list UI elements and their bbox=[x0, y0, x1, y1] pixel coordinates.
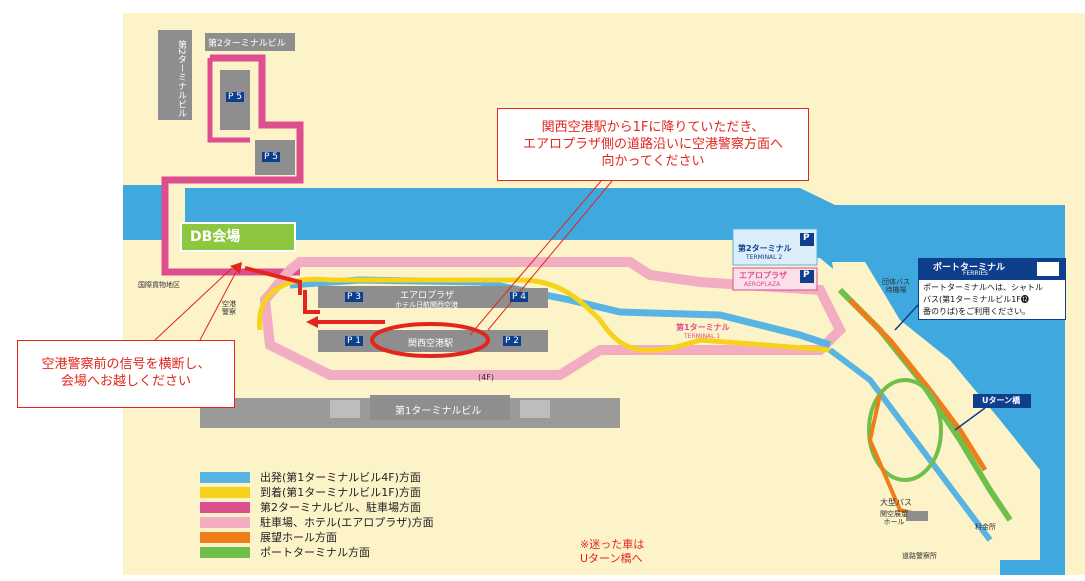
ferry-info-box: ポートターミナル FERRIES ポートターミナルへは、シャトル バス(第1ター… bbox=[918, 258, 1066, 320]
parking-p5-upper: P 5 bbox=[226, 92, 245, 102]
legend-label: 出発(第1ターミナルビル4F)方面 bbox=[260, 471, 421, 484]
parking-p3: P 3 bbox=[345, 292, 364, 302]
aeroplaza-p-label: P bbox=[803, 270, 810, 280]
observation-hall-line1: 関空展望 bbox=[880, 510, 908, 518]
legend-swatch bbox=[200, 547, 250, 558]
parking-p1: P 1 bbox=[345, 336, 364, 346]
toll-gate-label: 料金所 bbox=[975, 523, 996, 531]
terminal2-building-vertical-label: 第2ターミナルビル bbox=[176, 40, 186, 118]
legend-swatch bbox=[200, 472, 250, 483]
aeroplaza-building bbox=[318, 286, 518, 308]
callout-pointer-1b bbox=[487, 180, 613, 331]
parking-p5-lower: P 5 bbox=[262, 152, 281, 162]
ship-icon bbox=[1037, 262, 1059, 276]
station-callout: 関西空港駅から1Fに降りていただき、 エアロプラザ側の道路沿いに空港警察方面へ … bbox=[497, 108, 809, 181]
crossing-callout-line1: 空港警察前の信号を横断し、 bbox=[41, 357, 211, 372]
parking-p4: P 4 bbox=[510, 292, 529, 302]
road-parking bbox=[259, 257, 847, 380]
observation-hall-line2: ホール bbox=[883, 518, 905, 526]
station-highlight bbox=[370, 322, 490, 358]
highway-police-label: 道路警察所 bbox=[902, 552, 937, 560]
road-4f-label: (4F) bbox=[478, 373, 494, 382]
terminal1-wing-left bbox=[330, 400, 360, 418]
station-label: 関西空港駅 bbox=[408, 339, 454, 349]
terminal1-sign-en: TERMINAL 1 bbox=[684, 333, 721, 340]
aeroplaza-sign bbox=[732, 267, 818, 291]
crossing-callout-line2: 会場へお越しください bbox=[60, 374, 191, 389]
terminal1-wing-right bbox=[520, 400, 550, 418]
road-east-blue bbox=[828, 347, 993, 542]
hotel-label: ホテル日航関西空港 bbox=[395, 301, 458, 309]
route-red-3 bbox=[244, 266, 301, 284]
ferry-pointer bbox=[894, 304, 919, 331]
group-bus-line2: 待機場 bbox=[885, 286, 907, 294]
large-bus-label: 大型バス bbox=[880, 498, 912, 507]
callout-pointer-1 bbox=[469, 180, 602, 336]
legend-swatch bbox=[200, 532, 250, 543]
legend-label: 駐車場、ホテル(エアロプラザ)方面 bbox=[260, 516, 434, 529]
route-arrow-2 bbox=[230, 262, 242, 274]
station-callout-line2: エアロプラザ側の道路沿いに空港警察方面へ bbox=[522, 137, 783, 152]
terminal1-building-label: 第1ターミナルビル bbox=[395, 406, 482, 417]
road-terminal2-loop bbox=[207, 58, 250, 143]
legend-label: 到着(第1ターミナルビル1F)方面 bbox=[260, 486, 421, 499]
road-terminal2 bbox=[161, 54, 304, 276]
group-bus-label: 団体バス 待機場 bbox=[882, 278, 910, 294]
legend-label: 展望ホール方面 bbox=[260, 531, 337, 544]
legend-swatch bbox=[200, 502, 250, 513]
terminal2-sign-jp: 第2ターミナル bbox=[738, 244, 792, 253]
terminal2-p-icon bbox=[800, 233, 814, 246]
ferry-text-line2: バス(第1ターミナルビル1F⓬ bbox=[923, 295, 1029, 304]
terminal1-sign-jp: 第1ターミナル bbox=[676, 323, 730, 332]
legend-note-line2: Uターン橋へ bbox=[580, 552, 643, 565]
parking-p2: P 2 bbox=[503, 336, 522, 346]
cargo-label: 国際貨物地区 bbox=[138, 281, 180, 289]
police-label: 空港 警察 bbox=[222, 300, 236, 316]
uturn-sign-bg bbox=[973, 394, 1031, 408]
terminal2-building-vertical bbox=[158, 30, 192, 120]
terminal2-building-top-label: 第2ターミナルビル bbox=[208, 39, 286, 49]
legend-swatch bbox=[200, 517, 250, 528]
ferry-text-line1: ポートターミナルへは、シャトル bbox=[923, 283, 1043, 292]
aeroplaza-label: エアロプラザ bbox=[400, 291, 455, 301]
police-label-line2: 警察 bbox=[222, 308, 236, 316]
uturn-pointer bbox=[954, 407, 986, 431]
route-red-1 bbox=[303, 290, 320, 314]
legend-note-line1: ※迷った車は bbox=[580, 538, 645, 551]
aeroplaza-sign-jp: エアロプラザ bbox=[739, 271, 787, 280]
group-bus-line1: 団体バス bbox=[882, 278, 910, 286]
crossing-callout: 空港警察前の信号を横断し、 会場へお越しください bbox=[17, 340, 235, 408]
station-callout-line3: 向かってください bbox=[601, 154, 705, 169]
terminal2-p-label: P bbox=[803, 233, 810, 243]
sea-left bbox=[123, 185, 163, 240]
uturn-sign-label: Uターン橋 bbox=[982, 396, 1021, 405]
route-arrow-1 bbox=[306, 316, 318, 328]
observation-hall-building bbox=[906, 511, 928, 521]
ferry-header: ポートターミナル FERRIES bbox=[919, 259, 1065, 280]
aeroplaza-p-icon bbox=[800, 270, 814, 283]
ferry-text-line3: 番のりば)をご利用ください。 bbox=[923, 307, 1031, 316]
callout-pointer-2b bbox=[199, 271, 237, 341]
db-venue-label: DB会場 bbox=[180, 222, 296, 252]
ferry-subtitle: FERRIES bbox=[963, 270, 988, 277]
terminal1-center bbox=[370, 395, 510, 420]
legend-swatch bbox=[200, 487, 250, 498]
callout-pointer-2 bbox=[154, 267, 233, 341]
road-observation bbox=[848, 298, 988, 472]
legend-label: 第2ターミナルビル、駐車場方面 bbox=[260, 501, 421, 514]
observation-hall-label: 関空展望 ホール bbox=[880, 510, 908, 526]
ferry-title: ポートターミナル bbox=[933, 263, 1006, 273]
aeroplaza-sign-en: AEROPLAZA bbox=[744, 281, 781, 288]
station-callout-line1: 関西空港駅から1Fに降りていただき、 bbox=[541, 120, 765, 135]
legend-label: ポートターミナル方面 bbox=[260, 546, 370, 559]
uturn-loop bbox=[867, 378, 943, 482]
police-label-line1: 空港 bbox=[222, 300, 236, 308]
ferry-text: ポートターミナルへは、シャトル バス(第1ターミナルビル1F⓬ 番のりば)をご利… bbox=[919, 280, 1065, 320]
terminal2-sign-en: TERMINAL 2 bbox=[746, 254, 783, 261]
road-arrivals bbox=[257, 276, 831, 353]
terminal2-building-top bbox=[205, 33, 295, 51]
